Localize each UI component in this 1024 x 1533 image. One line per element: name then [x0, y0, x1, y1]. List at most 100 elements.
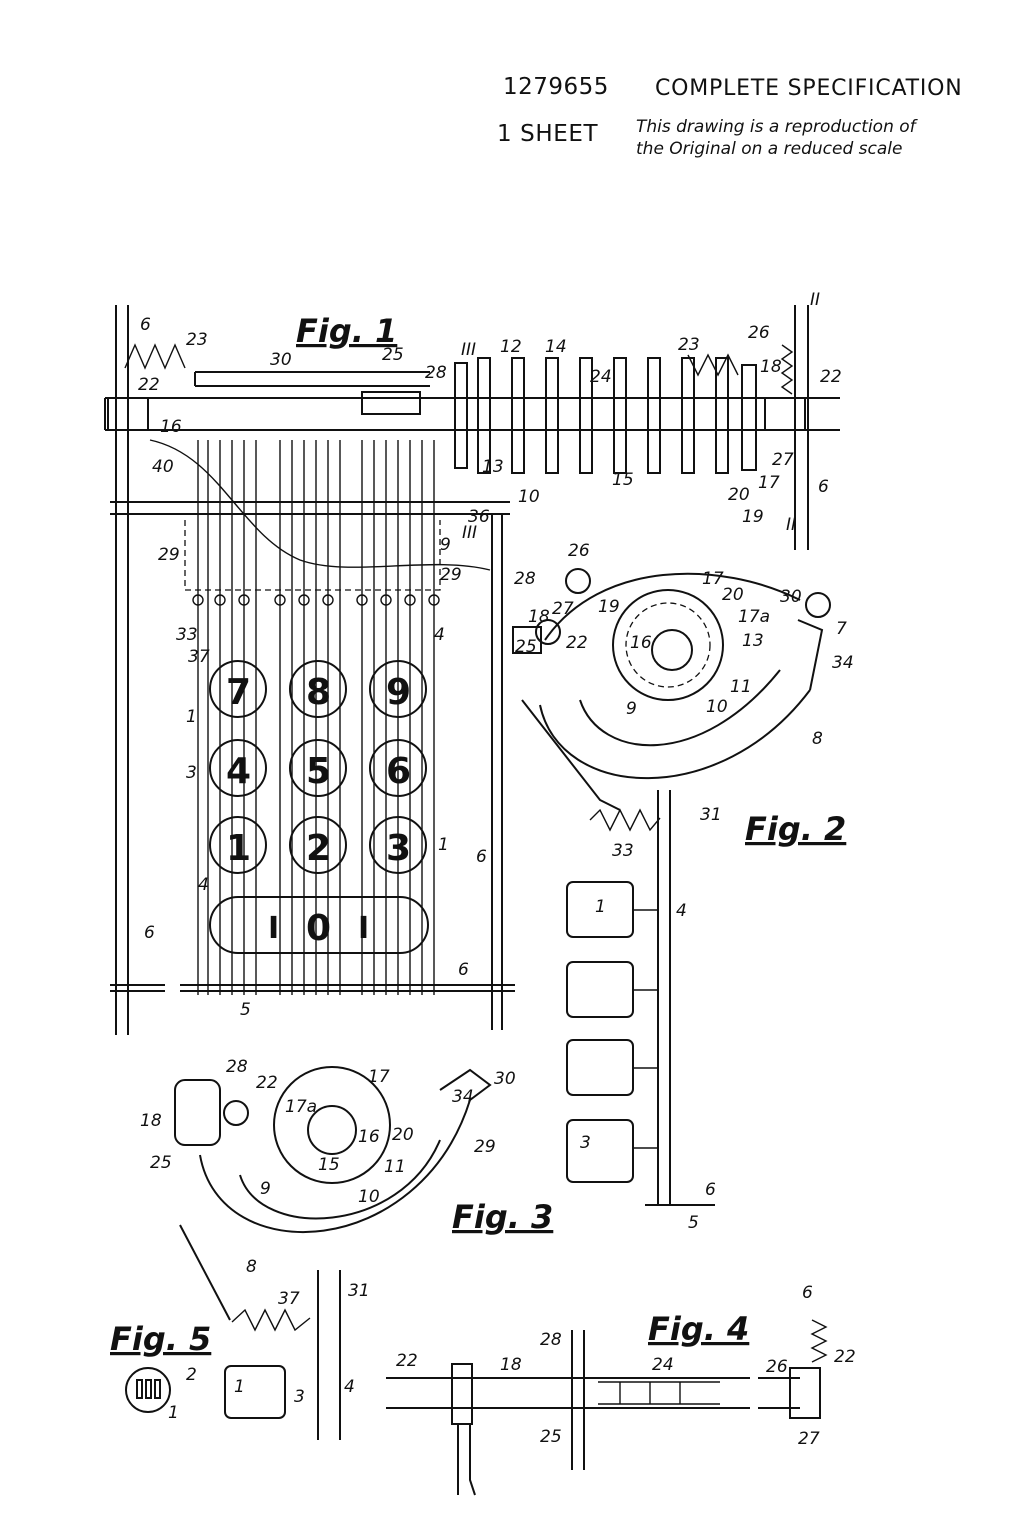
key-5-label: 5	[306, 751, 331, 792]
svg-text:28: 28	[514, 569, 536, 589]
svg-text:6: 6	[144, 923, 155, 943]
lever-fig3	[179, 1224, 231, 1321]
shaft-collar-right	[764, 397, 806, 431]
spring-33-fig2	[589, 808, 661, 832]
svg-text:6: 6	[802, 1283, 813, 1303]
svg-text:37: 37	[278, 1289, 300, 1309]
svg-text:30: 30	[270, 350, 292, 370]
sheet-count: 1 SHEET	[497, 121, 599, 147]
svg-text:8: 8	[812, 729, 823, 749]
key-8	[289, 660, 347, 718]
fig4-reference-labels: 28 6 22 18 24 26 22 25 27	[396, 1283, 856, 1449]
fig2-reference-labels: 26 28 19 17 20 17a 30 7 18 27 22 16 13 2…	[514, 541, 854, 1233]
figure-2: Fig. 2 1 3 26 28 19 17 20 17a 30 7	[512, 541, 854, 1233]
svg-text:5: 5	[240, 1000, 251, 1020]
spring-37	[231, 1308, 311, 1332]
fig1-reference-labels: II III III II 6 23 30 25 28 12 14 24 23 …	[138, 290, 842, 1020]
pawl-25	[361, 391, 421, 415]
shaft-16-fig3	[307, 1105, 357, 1155]
svg-text:23: 23	[186, 330, 208, 350]
svg-text:12: 12	[500, 337, 522, 357]
svg-text:II: II	[810, 290, 820, 310]
svg-text:36: 36	[468, 507, 490, 527]
svg-text:10: 10	[358, 1187, 380, 1207]
key-0-bar	[209, 896, 429, 954]
svg-text:14: 14	[545, 337, 567, 357]
svg-text:9: 9	[626, 699, 637, 719]
svg-text:25: 25	[540, 1427, 562, 1447]
arc-19	[544, 572, 801, 641]
svg-text:13: 13	[742, 631, 764, 651]
svg-text:7: 7	[836, 619, 847, 639]
svg-text:31: 31	[700, 805, 722, 825]
segment-outer-arc	[539, 689, 811, 780]
fig2-key-label-1: 1	[595, 897, 606, 917]
figure-5-title: Fig. 5	[110, 1320, 211, 1358]
figure-3-title: Fig. 3	[452, 1198, 553, 1236]
key-4-fig2	[566, 1119, 634, 1183]
figure-1: Fig. 1	[104, 290, 842, 1035]
svg-text:20: 20	[728, 485, 750, 505]
fig5-reference-labels: 2 1	[168, 1365, 197, 1423]
svg-text:29: 29	[474, 1137, 496, 1157]
shaft-22-fig3	[223, 1100, 249, 1126]
svg-text:II: II	[786, 515, 796, 535]
svg-text:5: 5	[688, 1213, 699, 1233]
svg-text:26: 26	[766, 1357, 788, 1377]
key-2-fig2	[566, 961, 634, 1018]
slot-1-fig5	[136, 1379, 143, 1399]
segment-arm-fig3	[439, 1068, 492, 1101]
shaft-collar-left	[107, 397, 149, 431]
svg-text:28: 28	[425, 363, 447, 383]
slot-2-fig5	[145, 1379, 152, 1399]
key-3-label: 3	[386, 828, 411, 869]
svg-text:18: 18	[140, 1111, 162, 1131]
key-5	[289, 739, 347, 797]
svg-text:1: 1	[168, 1403, 179, 1423]
shaft-22-fig4	[386, 1377, 750, 1409]
svg-text:6: 6	[476, 847, 487, 867]
key-1-label: 1	[226, 828, 251, 869]
svg-text:34: 34	[832, 653, 854, 673]
svg-text:37: 37	[188, 647, 210, 667]
main-shaft	[104, 397, 840, 431]
key-7	[209, 660, 267, 718]
fig3-key-label: 1	[234, 1377, 245, 1397]
spring-23-left	[124, 343, 186, 370]
svg-text:4: 4	[434, 625, 445, 645]
figure-2-title: Fig. 2	[745, 810, 846, 848]
svg-text:22: 22	[834, 1347, 856, 1367]
svg-text:27: 27	[798, 1429, 820, 1449]
svg-text:11: 11	[384, 1157, 406, 1177]
key-6	[369, 739, 427, 797]
zero-bar-mark-left: I	[268, 911, 279, 946]
key-8-label: 8	[306, 672, 331, 713]
svg-text:6: 6	[818, 477, 829, 497]
svg-text:29: 29	[440, 565, 462, 585]
specification-title: COMPLETE SPECIFICATION	[655, 76, 963, 101]
svg-text:22: 22	[256, 1073, 278, 1093]
svg-text:19: 19	[598, 597, 620, 617]
collar-27-fig4	[789, 1367, 821, 1419]
reproduction-note: This drawing is a reproduction of the Or…	[636, 116, 916, 160]
figure-1-title: Fig. 1	[296, 312, 397, 350]
shaft-end-fig4	[758, 1377, 800, 1409]
svg-text:19: 19	[742, 507, 764, 527]
svg-text:22: 22	[566, 633, 588, 653]
svg-text:4: 4	[198, 875, 209, 895]
svg-text:13: 13	[482, 457, 504, 477]
base-plate-right	[180, 984, 515, 992]
svg-text:4: 4	[676, 901, 687, 921]
svg-text:23: 23	[678, 335, 700, 355]
svg-text:9: 9	[260, 1179, 271, 1199]
spring-23-right	[687, 353, 739, 377]
svg-text:22: 22	[396, 1351, 418, 1371]
segment-arm	[797, 619, 824, 691]
lever-arm	[521, 699, 621, 811]
key-circles	[209, 660, 429, 954]
svg-text:6: 6	[140, 315, 151, 335]
svg-text:30: 30	[494, 1069, 516, 1089]
svg-text:6: 6	[458, 960, 469, 980]
clamp-fig4	[451, 1363, 473, 1425]
